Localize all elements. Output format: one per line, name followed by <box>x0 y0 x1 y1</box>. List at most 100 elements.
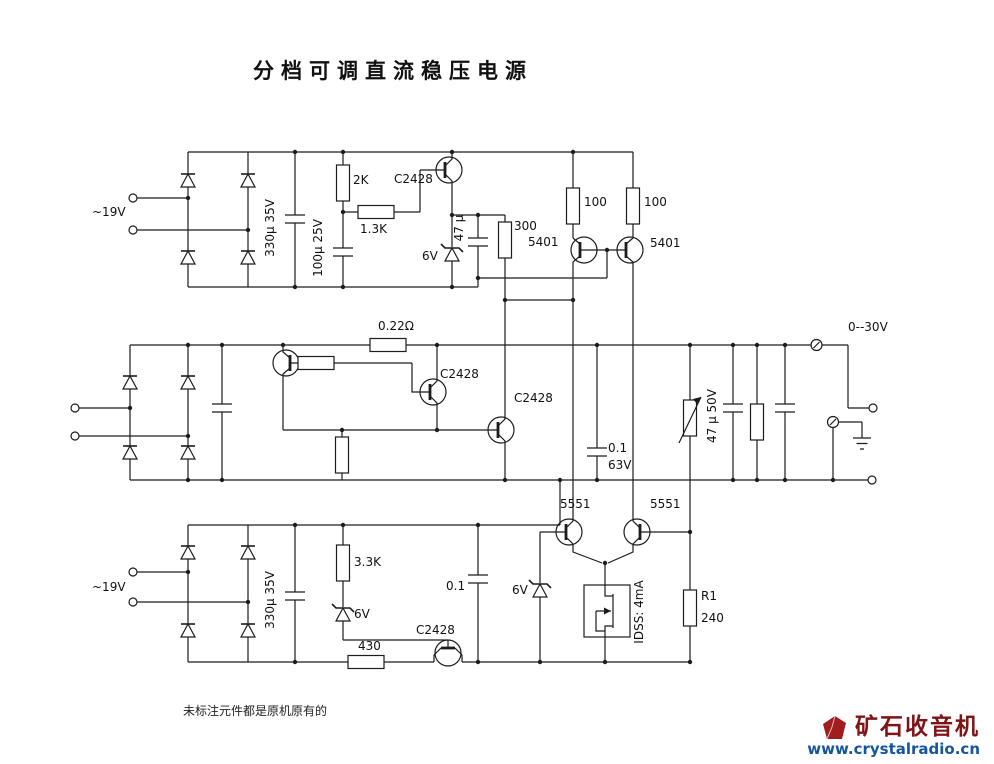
edge-terminal-1 <box>868 403 878 413</box>
diode-bot-4 <box>240 623 256 638</box>
transistor-c2428-driver2 <box>487 412 515 480</box>
top-junction-dots <box>185 149 610 303</box>
watermark-brand: 矿石收音机 <box>855 714 980 741</box>
page-title: 分档可调直流稳压电源 <box>253 59 533 83</box>
cap-47u <box>468 237 488 247</box>
potentiometer <box>678 396 702 444</box>
label-q1: C2428 <box>394 172 433 186</box>
resistor-r1 <box>682 589 698 627</box>
cap-output <box>775 403 795 413</box>
label-cap-01-voltage: 63V <box>608 458 632 472</box>
label-res-430: 430 <box>358 639 381 653</box>
resistor-1k3 <box>357 204 395 220</box>
resistor-022 <box>369 337 407 353</box>
label-q5551-right: 5551 <box>650 497 681 511</box>
label-res-300: 300 <box>514 219 537 233</box>
transistor-c2428-top <box>435 156 463 184</box>
label-q5401-right: 5401 <box>650 236 681 250</box>
ac-terminal-bottom-1 <box>128 567 138 577</box>
label-q-drv2: C2428 <box>514 391 553 405</box>
label-res-3k3: 3.3K <box>354 555 382 569</box>
ac-terminal-bottom-2 <box>128 597 138 607</box>
diode-top-2 <box>240 173 256 188</box>
footnote: 未标注元件都是原机原有的 <box>183 704 328 718</box>
label-r1-name: R1 <box>701 589 717 603</box>
label-cap-01-bottom: 0.1 <box>446 579 465 593</box>
bottom-aux-supply: ~19V 330μ 35V 3.3K 6V 430 C2428 0.1 6V <box>92 480 690 670</box>
cap-47u50 <box>723 403 743 413</box>
transistor-5551-right <box>607 516 651 564</box>
label-res-1k3: 1.3K <box>360 222 388 236</box>
diode-top-3 <box>180 250 196 265</box>
resistor-bleed <box>334 436 350 474</box>
top-bridge-wires <box>137 151 633 288</box>
diode-top-4 <box>240 250 256 265</box>
transistor-5551-left <box>540 516 603 564</box>
main-bridge-wires <box>79 344 868 481</box>
diode-bot-1 <box>180 545 196 560</box>
cap-330u-top <box>285 214 305 224</box>
label-cap-47u: 47 μ <box>452 214 466 241</box>
watermark: 矿石收音机 www.crystalradio.cn <box>807 714 980 758</box>
output-network-wires <box>640 344 869 662</box>
transistor-pass <box>272 345 300 430</box>
resistor-2k <box>335 164 351 202</box>
label-zener-6v-bottom-left: 6V <box>354 607 371 621</box>
cap-main-filter <box>212 403 232 413</box>
diode-main-1 <box>122 375 138 390</box>
label-cap-330u-bottom: 330μ 35V <box>263 570 277 629</box>
main-regulator: 0.22Ω C2428 C2428 0.1 63V 47 μ 50V 0--30… <box>70 319 889 665</box>
bottom-bridge-wires <box>137 480 690 663</box>
resistor-430 <box>347 654 385 670</box>
diode-bot-3 <box>180 623 196 638</box>
cap-330u-bottom <box>285 591 305 601</box>
ac-terminal-top-1 <box>128 193 138 203</box>
diode-bot-2 <box>240 545 256 560</box>
jfet-current-source <box>583 563 631 662</box>
diode-top-1 <box>180 173 196 188</box>
label-zener-6v-top: 6V <box>422 249 439 263</box>
resistor-100-right <box>625 187 641 225</box>
diode-main-3 <box>122 445 138 460</box>
label-cap-100u: 100μ 25V <box>311 218 325 277</box>
transistor-c2428-bottom <box>433 639 463 667</box>
crystal-logo-icon <box>823 715 846 739</box>
transistor-5401-right <box>607 236 644 516</box>
ac-terminal-main-1 <box>70 403 80 413</box>
label-cap-47u50: 47 μ 50V <box>705 388 719 443</box>
label-res-2k: 2K <box>353 173 370 187</box>
label-q5401-left: 5401 <box>528 235 559 249</box>
transistor-5401-left <box>570 236 607 516</box>
resistor-3k3 <box>335 544 351 582</box>
label-ac-bottom: ~19V <box>92 580 126 594</box>
cap-01-63v <box>587 447 607 457</box>
output-posts <box>810 338 878 485</box>
cap-100u <box>333 247 353 257</box>
ac-terminal-top-2 <box>128 225 138 235</box>
pass-stage-wires <box>283 362 498 480</box>
ground-symbol <box>853 437 871 450</box>
edge-terminal-2 <box>867 475 877 485</box>
label-q-bottom: C2428 <box>416 623 455 637</box>
ac-terminal-main-2 <box>70 431 80 441</box>
watermark-url: www.crystalradio.cn <box>807 739 980 758</box>
label-cap-01-value: 0.1 <box>608 441 627 455</box>
label-res-100-left: 100 <box>584 195 607 209</box>
top-aux-supply: ~19V 330μ 35V 2K C2428 1.3K 100μ 25V 6V … <box>92 149 681 516</box>
label-cap-330u-top: 330μ 35V <box>263 198 277 257</box>
resistor-300 <box>497 221 513 259</box>
label-output-range: 0--30V <box>848 320 889 334</box>
diode-main-4 <box>180 445 196 460</box>
label-r1-value: 240 <box>701 611 724 625</box>
label-jfet-idss: IDSS: 4mA <box>632 580 646 644</box>
label-zener-6v-bottom-right: 6V <box>512 583 529 597</box>
resistor-output <box>749 403 765 441</box>
label-ac-top: ~19V <box>92 205 126 219</box>
bottom-component-wires <box>342 525 541 662</box>
resistor-base <box>297 355 335 371</box>
label-q5551-left: 5551 <box>560 497 591 511</box>
cap-01-bottom <box>468 574 488 584</box>
label-res-100-right: 100 <box>644 195 667 209</box>
